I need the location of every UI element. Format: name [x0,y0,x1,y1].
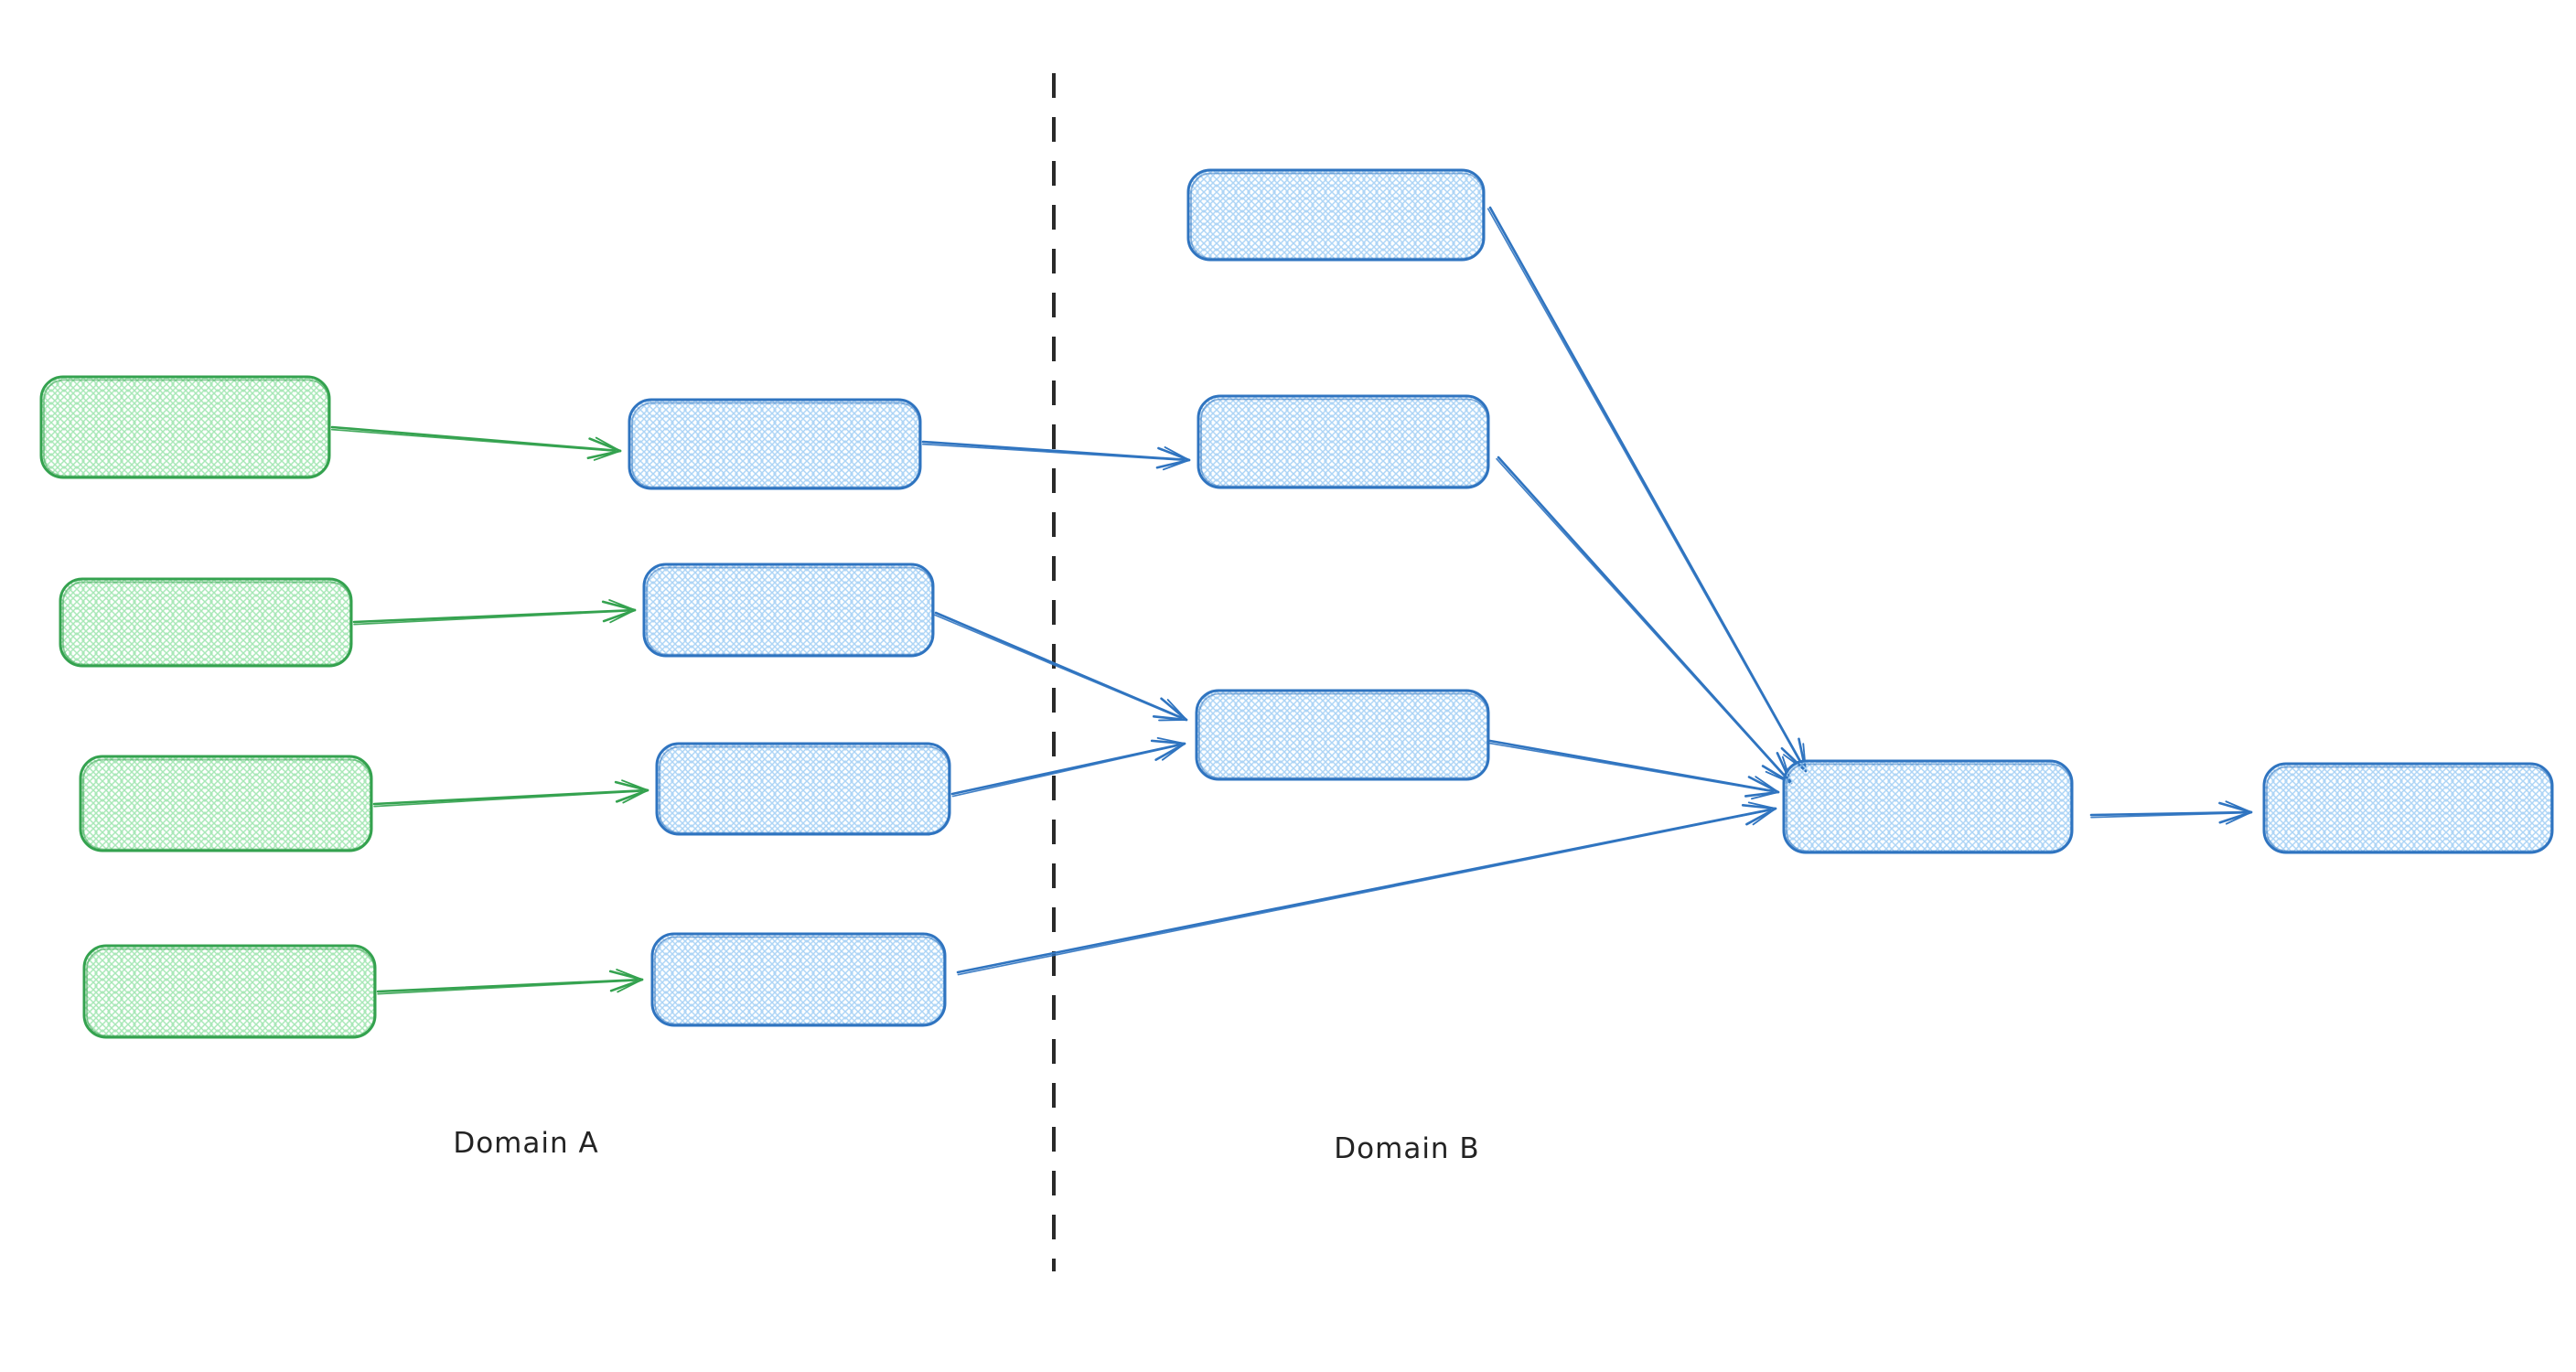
edge-bnode1-hub[interactable] [1487,206,1808,773]
edge-mid3-bnode3[interactable] [950,736,1186,798]
green-source-node-2[interactable] [59,577,353,668]
edge-mid4-hub[interactable] [956,801,1777,976]
edge-source2-mid2[interactable] [352,599,637,626]
edge-source1-mid1[interactable] [330,425,622,461]
edge-source4-mid4[interactable] [376,969,644,995]
green-source-node-3[interactable] [79,755,373,852]
edge-mid1-bnode2[interactable] [921,440,1191,471]
domain-b-node-3[interactable] [1195,689,1490,781]
domain-b-label[interactable]: Domain B [1334,1132,1480,1165]
edge-mid2-bnode3[interactable] [934,611,1188,722]
edge-source3-mid3[interactable] [372,779,649,808]
blue-mid-node-3[interactable] [655,742,951,836]
blue-mid-node-4[interactable] [650,932,947,1027]
output-node[interactable] [2262,762,2554,854]
edge-bnode2-hub[interactable] [1496,456,1793,785]
domain-b-node-2[interactable] [1197,394,1490,489]
edge-hub-output[interactable] [2089,800,2253,825]
green-source-node-1[interactable] [39,375,331,479]
blue-mid-node-2[interactable] [642,563,935,658]
domain-a-label[interactable]: Domain A [453,1127,599,1160]
green-source-node-4[interactable] [82,944,377,1039]
edge-bnode3-hub[interactable] [1488,739,1780,800]
domain-b-node-1[interactable] [1186,168,1486,262]
blue-mid-node-1[interactable] [628,398,922,490]
hub-node[interactable] [1782,759,2074,854]
